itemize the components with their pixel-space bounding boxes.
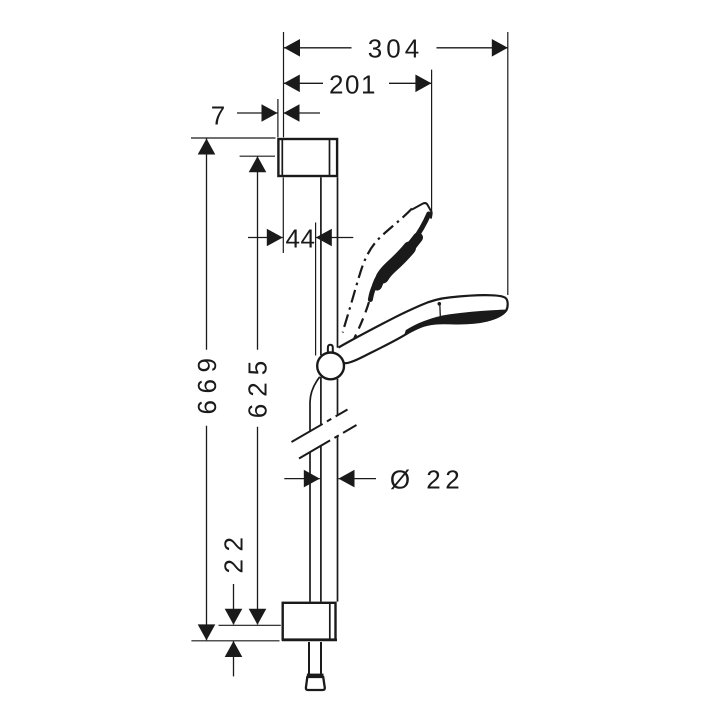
svg-text:201: 201: [329, 70, 377, 100]
svg-text:7: 7: [211, 101, 225, 131]
svg-text:Ø 22: Ø 22: [390, 465, 464, 495]
svg-text:22: 22: [219, 530, 249, 574]
svg-text:625: 625: [243, 354, 273, 418]
svg-text:44: 44: [286, 224, 316, 254]
svg-text:304: 304: [368, 34, 423, 64]
svg-text:669: 669: [192, 352, 222, 415]
